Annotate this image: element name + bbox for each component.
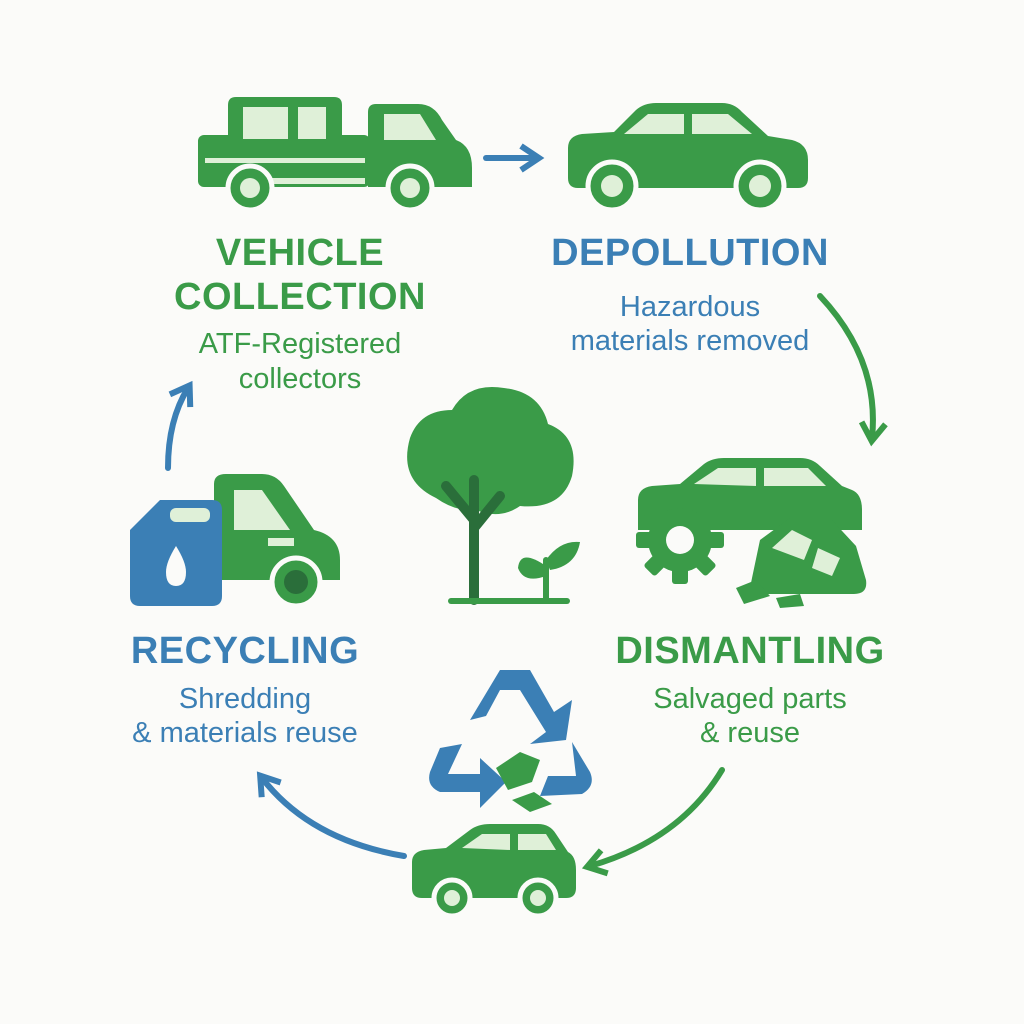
arrow-depollution-to-dismantling [817, 293, 888, 447]
small-car-icon [412, 824, 576, 919]
desc-line: & materials reuse [132, 717, 358, 750]
title-line: COLLECTION [174, 275, 426, 318]
stage-title: VEHICLE COLLECTION [140, 232, 460, 319]
scrap-pile-icon [736, 518, 867, 608]
arrow-small-car-to-recycling [256, 771, 407, 859]
stage-description: Hazardous materials removed [520, 290, 860, 360]
fuel-can-icon [130, 500, 222, 606]
stage-description: ATF-Registered collectors [140, 327, 460, 397]
stage-title: RECYCLING [90, 630, 400, 674]
title-line: RECYCLING [130, 630, 360, 672]
desc-line: Hazardous [619, 290, 761, 323]
gear-icon [636, 496, 724, 584]
sprout-icon [518, 541, 580, 603]
stage-description: Shredding & materials reuse [90, 682, 400, 752]
desc-line: materials removed [570, 325, 810, 358]
title-line: DEPOLLUTION [551, 232, 829, 274]
desc-line: Shredding [178, 682, 312, 715]
desc-line: Salvaged parts [653, 682, 847, 715]
stage-title: DISMANTLING [590, 630, 910, 674]
stage-description: Salvaged parts & reuse [590, 682, 910, 752]
arrow-dismantling-to-small-car [581, 767, 725, 877]
stage-title: DEPOLLUTION [520, 232, 860, 276]
desc-line: & reuse [700, 717, 800, 750]
desc-line: ATF-Registered [198, 328, 402, 361]
sedan-icon [568, 103, 808, 213]
tow-truck-icon [198, 97, 472, 213]
stage-dismantling: DISMANTLING Salvaged parts & reuse [590, 630, 910, 751]
recycle-symbol-icon [429, 670, 592, 812]
stage-vehicle-collection: VEHICLE COLLECTION ATF-Registered collec… [140, 232, 460, 397]
stage-recycling: RECYCLING Shredding & materials reuse [90, 630, 400, 751]
arrow-recycling-to-collection [165, 380, 194, 471]
stage-depollution: DEPOLLUTION Hazardous materials removed [520, 232, 860, 359]
collection-truck-icon [214, 474, 340, 609]
tree-icon [407, 386, 574, 605]
ground-line [448, 598, 570, 604]
title-line: DISMANTLING [615, 630, 885, 672]
desc-line: collectors [238, 363, 362, 396]
title-line: VEHICLE [215, 232, 385, 274]
